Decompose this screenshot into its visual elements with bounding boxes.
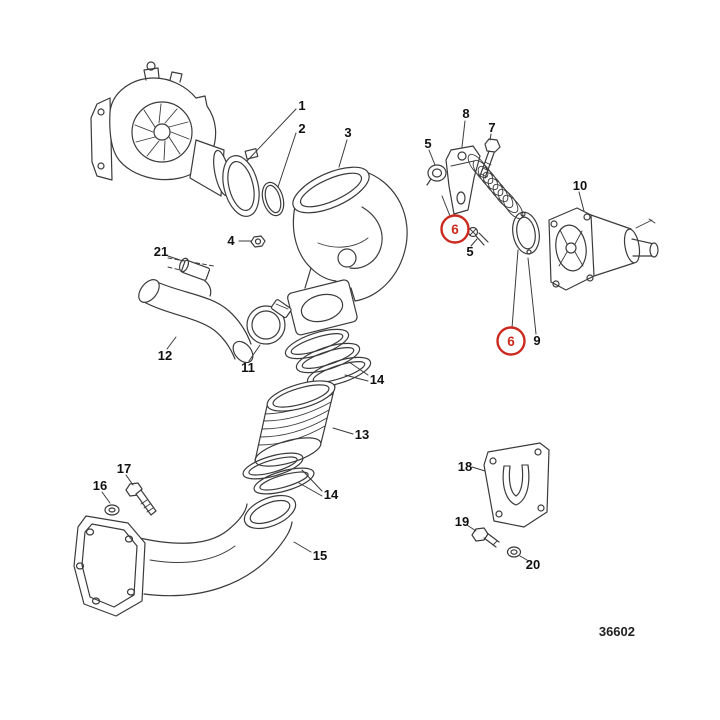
- v-band-clamp: [222, 148, 260, 217]
- hex-bolt-17: [125, 482, 157, 516]
- quantity-balloon-lower: 6: [496, 326, 526, 356]
- callout-14-upper: 14: [370, 372, 385, 387]
- washer-20: [506, 546, 522, 558]
- washer-16: [104, 504, 120, 516]
- o-ring: [261, 181, 285, 217]
- screw-5: [467, 226, 489, 246]
- gasket-ring: [512, 211, 540, 255]
- callout-5-lower: 5: [466, 244, 473, 259]
- callout-14-lower: 14: [324, 487, 339, 502]
- exhaust-pipe-assembly: [73, 494, 297, 617]
- callout-20: 20: [526, 557, 540, 572]
- callout-7: 7: [488, 120, 495, 135]
- bracket: [445, 145, 481, 215]
- callout-11: 11: [241, 360, 255, 375]
- callout-9: 9: [533, 333, 540, 348]
- callout-1: 1: [298, 98, 305, 113]
- sealing-rings-lower: [242, 452, 315, 495]
- cover-plate: [483, 442, 550, 528]
- figure-number: 36602: [599, 624, 635, 639]
- callout-15: 15: [313, 548, 327, 563]
- bellows-sleeve: [254, 380, 336, 467]
- turbocharger: [90, 61, 231, 197]
- balloon-circle: [496, 326, 526, 356]
- balloon-label: 6: [451, 222, 459, 237]
- callout-3: 3: [344, 125, 351, 140]
- callout-5-upper: 5: [424, 136, 431, 151]
- balloon-circle: [440, 214, 470, 244]
- balloon-label: 6: [507, 334, 515, 349]
- callout-12: 12: [158, 348, 172, 363]
- pipe-plug: [250, 235, 266, 248]
- line-art: [73, 61, 659, 617]
- callout-19: 19: [455, 514, 469, 529]
- callout-labels: 1 2 3 4 5 7 8 10 5 9 21 12 11 14 13 14 1…: [93, 98, 587, 572]
- callout-17: 17: [117, 461, 131, 476]
- callout-16: 16: [93, 478, 107, 493]
- fitting: [167, 257, 215, 297]
- gasket-small: [426, 164, 447, 186]
- callout-18: 18: [458, 459, 472, 474]
- callout-13: 13: [355, 427, 369, 442]
- leader-lines: [101, 108, 585, 561]
- quantity-balloon-upper: 6: [440, 214, 470, 244]
- callout-10: 10: [573, 178, 587, 193]
- coolant-pipe: [138, 279, 254, 364]
- hose-clamp: [246, 299, 292, 345]
- exhaust-elbow: [287, 166, 408, 336]
- shutter-housing: [548, 207, 659, 291]
- callout-21: 21: [154, 244, 168, 259]
- callout-2: 2: [298, 121, 305, 136]
- spring-bellows: [467, 153, 524, 220]
- callout-4: 4: [227, 233, 235, 248]
- hex-bolt-7: [479, 138, 501, 179]
- callout-8: 8: [462, 106, 469, 121]
